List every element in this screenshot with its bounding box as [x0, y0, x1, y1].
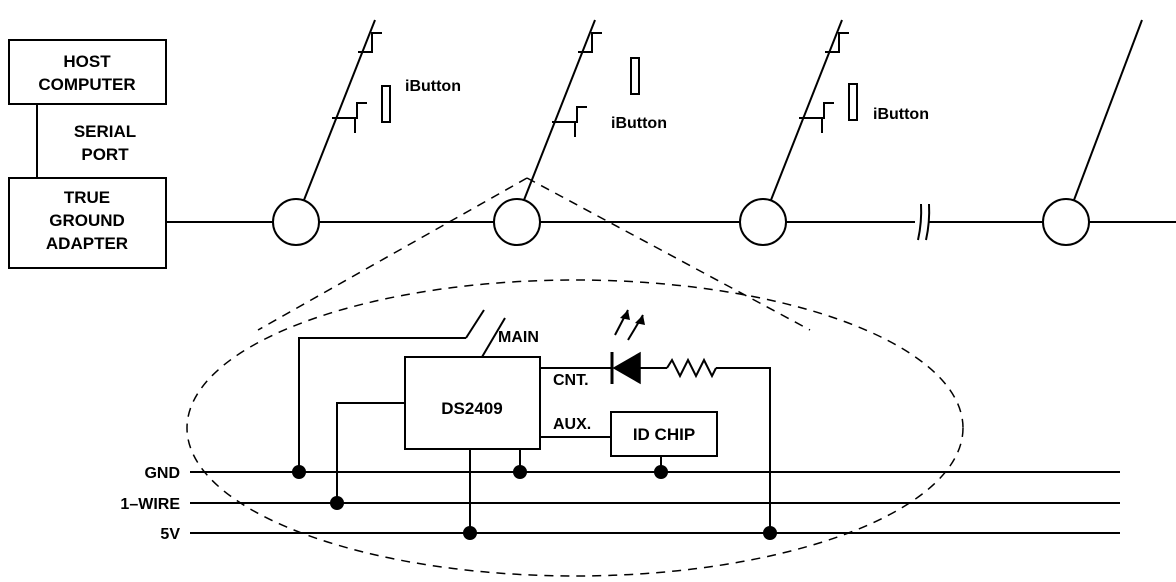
- branch-2: [523, 19, 602, 201]
- branch-1: [303, 19, 382, 201]
- ds2409-label: DS2409: [441, 399, 502, 418]
- branch-3: [770, 19, 849, 201]
- id-chip: [610, 411, 718, 457]
- adapter-label-1: TRUE: [64, 188, 110, 207]
- adapter-label-3: ADAPTER: [46, 234, 128, 253]
- gnd-label: GND: [144, 465, 180, 482]
- ibutton-label-2: iButton: [611, 115, 667, 132]
- ibutton-device-icon-3: [848, 83, 858, 121]
- bus-lines: [190, 471, 1120, 534]
- main-switch-label: MAIN: [498, 329, 539, 346]
- host-computer-block: HOST COMPUTER: [8, 39, 167, 105]
- coupler-node-3: [739, 198, 787, 246]
- branch-4: [1073, 19, 1143, 201]
- junction-dots: [292, 465, 777, 540]
- zoom-guide-lines: [257, 177, 811, 331]
- detail-ellipse: [186, 279, 964, 577]
- junction-dot: [763, 526, 777, 540]
- ibutton-label-3: iButton: [873, 106, 929, 123]
- coupler-node-2: [493, 198, 541, 246]
- junction-dot: [330, 496, 344, 510]
- adapter-block: TRUE GROUND ADAPTER: [8, 177, 167, 269]
- host-computer-label-1: HOST: [63, 52, 111, 71]
- junction-dot: [654, 465, 668, 479]
- aux-label: AUX.: [553, 416, 591, 433]
- serial-port-label-2: PORT: [81, 145, 129, 164]
- adapter-label-2: GROUND: [49, 211, 125, 230]
- ibutton-device-icon-1: [381, 85, 391, 123]
- ibutton-device-icon-2: [630, 57, 640, 95]
- host-computer-label-2: COMPUTER: [38, 75, 135, 94]
- junction-dot: [513, 465, 527, 479]
- coupler-node-1: [272, 198, 320, 246]
- host-computer-box: [8, 39, 167, 105]
- junction-dot: [292, 465, 306, 479]
- junction-dot: [463, 526, 477, 540]
- one-wire-label: 1–WIRE: [120, 496, 180, 513]
- detail-wiring: [298, 309, 771, 533]
- cnt-label: CNT.: [553, 372, 589, 389]
- ds2409-chip: [404, 356, 541, 450]
- ibutton-label-1: iButton: [405, 78, 461, 95]
- five-v-label: 5V: [160, 526, 180, 543]
- led-icon: [610, 309, 645, 385]
- coupler-node-4: [1042, 198, 1090, 246]
- break-mark-icon: [917, 203, 931, 241]
- id-chip-label: ID CHIP: [633, 425, 695, 444]
- serial-port-label-1: SERIAL: [74, 122, 136, 141]
